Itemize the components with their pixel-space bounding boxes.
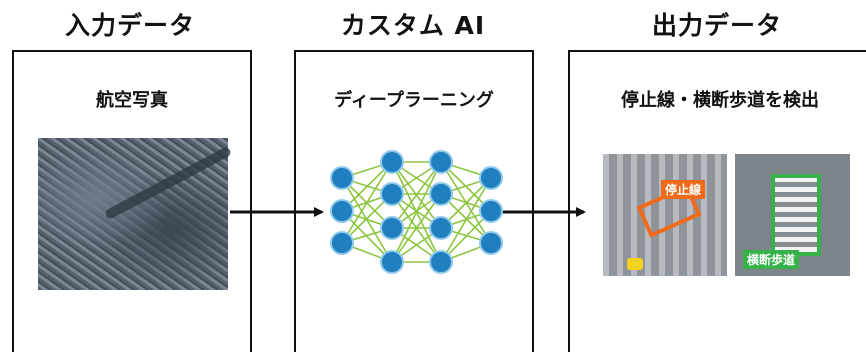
- stop-line-detection-photo: 停止線: [603, 154, 727, 276]
- network-node: [429, 182, 453, 206]
- input-column-title: 入力データ: [64, 11, 195, 40]
- network-node: [429, 150, 453, 174]
- neural-network: [330, 150, 503, 274]
- network-node: [479, 166, 503, 190]
- network-edge: [440, 177, 492, 263]
- network-edge: [391, 161, 442, 229]
- output-column-title: 出力データ: [651, 11, 782, 40]
- network-node: [429, 216, 453, 240]
- network-node: [479, 199, 503, 223]
- network-node: [429, 250, 453, 274]
- ai-column-title: カスタム AI: [340, 11, 486, 40]
- output-panel-title: 停止線・横断歩道を検出: [621, 90, 819, 111]
- network-node: [330, 199, 354, 223]
- taxi-vehicle: [627, 258, 643, 270]
- ai-panel-title: ディープラーニング: [334, 90, 494, 111]
- network-node: [330, 231, 354, 255]
- crosswalk-detection-photo: 横断歩道: [735, 154, 850, 276]
- network-node: [380, 216, 404, 240]
- flow-diagram: [230, 150, 586, 274]
- input-panel-title: 航空写真: [96, 90, 168, 111]
- road-markings: [603, 154, 727, 276]
- network-node: [380, 182, 404, 206]
- network-edge: [391, 193, 442, 263]
- network-node: [330, 166, 354, 190]
- ai-panel: ディープラーニング: [294, 50, 534, 352]
- network-edge: [341, 161, 393, 244]
- stop-line-label: 停止線: [661, 180, 706, 199]
- aerial-photo: [38, 138, 233, 290]
- network-node: [479, 231, 503, 255]
- crosswalk-label: 横断歩道: [743, 250, 800, 269]
- network-node: [380, 250, 404, 274]
- network-edge: [391, 161, 442, 263]
- network-node: [380, 150, 404, 174]
